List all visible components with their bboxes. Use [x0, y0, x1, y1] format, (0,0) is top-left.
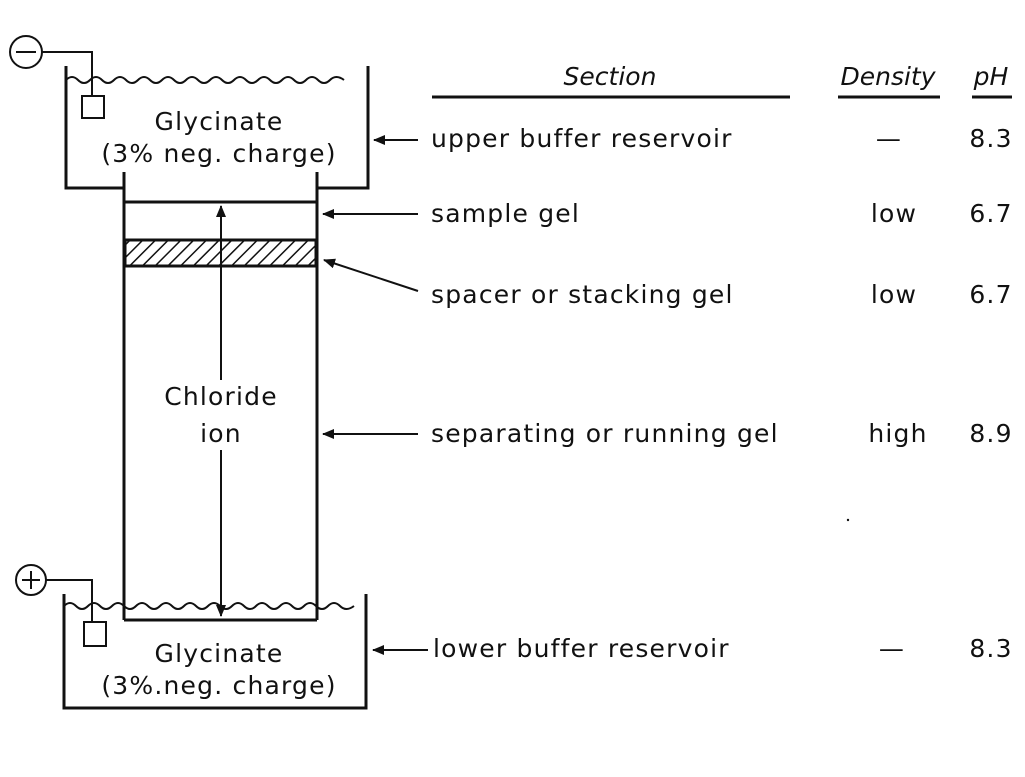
header-section: Section — [564, 62, 657, 91]
lower-electrode-plate — [83, 621, 107, 647]
table-row: lower buffer reservoir — 8.3 — [433, 634, 1012, 663]
upper-reservoir-label-2: (3% neg. charge) — [101, 139, 336, 168]
negative-lead-wire — [42, 51, 93, 96]
pointer-arrows — [322, 135, 428, 655]
table-headers: Section Density pH — [432, 62, 1012, 99]
table-row: separating or running gel high 8.9 — [431, 419, 1012, 448]
chloride-label-1: Chloride — [164, 382, 278, 411]
upper-buffer-surface — [65, 76, 345, 84]
row-ph: 8.3 — [969, 124, 1012, 153]
row-section: separating or running gel — [431, 419, 779, 448]
lower-reservoir-walls — [62, 594, 368, 710]
row-ph: 6.7 — [969, 199, 1012, 228]
header-density: Density — [840, 62, 936, 91]
row-section: lower buffer reservoir — [433, 634, 730, 663]
table-rows: upper buffer reservoir — 8.3 sample gel … — [431, 124, 1012, 663]
row-ph: 8.9 — [969, 419, 1012, 448]
positive-electrode — [15, 564, 107, 647]
upper-reservoir-label-1: Glycinate — [155, 107, 284, 136]
gel-column: Chloride ion — [122, 172, 319, 622]
header-ph: pH — [973, 62, 1009, 91]
upper-reservoir: Glycinate (3% neg. charge) — [64, 66, 370, 190]
speck — [846, 518, 850, 522]
lower-reservoir: Glycinate (3%.neg. charge) — [62, 594, 368, 710]
upper-reservoir-left-wall — [64, 66, 124, 190]
positive-lead-wire — [46, 579, 93, 622]
negative-electrode — [9, 35, 105, 119]
table-row: spacer or stacking gel low 6.7 — [431, 280, 1012, 309]
upper-electrode-plate — [81, 95, 105, 119]
row-density: — — [876, 124, 902, 153]
row-density: — — [879, 634, 905, 663]
row-density: high — [868, 419, 927, 448]
row-section: sample gel — [431, 199, 580, 228]
table-row: sample gel low 6.7 — [431, 199, 1012, 228]
lower-buffer-surface — [63, 602, 355, 610]
row-section: upper buffer reservoir — [431, 124, 733, 153]
arrow-stacking-gel — [323, 258, 419, 292]
row-ph: 6.7 — [969, 280, 1012, 309]
lower-reservoir-label-1: Glycinate — [155, 639, 284, 668]
row-section: spacer or stacking gel — [431, 280, 734, 309]
lower-reservoir-label-2: (3%.neg. charge) — [101, 671, 336, 700]
row-density: low — [871, 199, 917, 228]
upper-reservoir-right-wall — [317, 66, 370, 190]
row-density: low — [871, 280, 917, 309]
chloride-label-2: ion — [200, 419, 242, 448]
row-ph: 8.3 — [969, 634, 1012, 663]
table-row: upper buffer reservoir — 8.3 — [431, 124, 1012, 153]
